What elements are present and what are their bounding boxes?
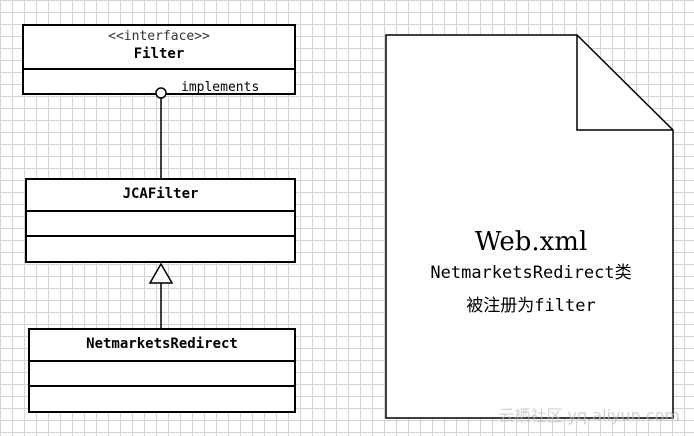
implements-label: implements bbox=[181, 80, 260, 95]
filter-class-header: <<interface>> Filter bbox=[24, 26, 294, 70]
generalization-arrowhead bbox=[148, 262, 174, 284]
document-title: Web.xml bbox=[474, 227, 588, 257]
filter-interface-class: <<interface>> Filter bbox=[22, 24, 296, 95]
redirect-class-header: NetmarketsRedirect bbox=[30, 330, 294, 362]
interface-lollipop-circle bbox=[155, 87, 167, 99]
filter-class-name: Filter bbox=[133, 46, 185, 62]
document-line-1: NetmarketsRedirect类 bbox=[430, 263, 632, 283]
jcafilter-attributes-compartment bbox=[27, 212, 294, 237]
redirect-class-name: NetmarketsRedirect bbox=[86, 336, 238, 352]
netmarkets-redirect-class: NetmarketsRedirect bbox=[28, 328, 296, 413]
jcafilter-class-header: JCAFilter bbox=[27, 180, 294, 212]
document-line-2: 被注册为filter bbox=[466, 296, 596, 316]
interface-stereotype: <<interface>> bbox=[108, 29, 210, 44]
document-folded-corner bbox=[576, 35, 673, 131]
jcafilter-class-name: JCAFilter bbox=[122, 186, 199, 202]
redirect-attributes-compartment bbox=[30, 362, 294, 387]
watermark-text: 云栖社区 yq.aliyun.com bbox=[498, 406, 680, 425]
